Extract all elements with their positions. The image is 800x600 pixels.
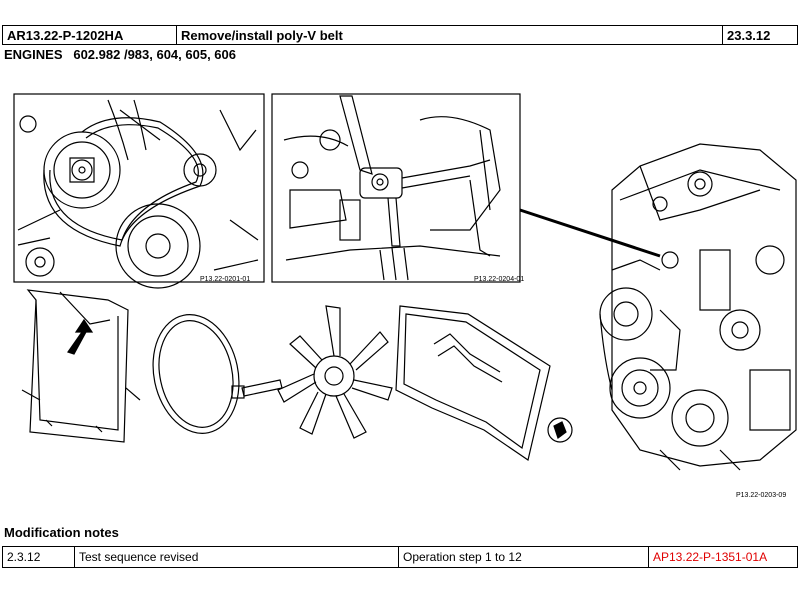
technical-illustration: P13.22-0201-01 P13.22-0204-01 P13.22-020… xyxy=(0,70,800,500)
fan-ring-drawing xyxy=(152,314,240,434)
tensioner-detail-drawing xyxy=(283,95,501,281)
fan-drawing xyxy=(277,305,393,439)
arrow-marker xyxy=(67,318,94,355)
mod-steps: Operation step 1 to 12 xyxy=(399,547,649,567)
poly-v-belt-drawing xyxy=(395,305,551,461)
modification-row: 2.3.12 Test sequence revised Operation s… xyxy=(2,546,798,568)
engines-line: ENGINES 602.982 /983, 604, 605, 606 xyxy=(4,47,236,62)
doc-title: Remove/install poly-V belt xyxy=(177,26,723,44)
mod-date: 2.3.12 xyxy=(3,547,75,567)
detail1-label: P13.22-0201-01 xyxy=(200,276,251,283)
mod-note: Test sequence revised xyxy=(75,547,399,567)
detail-box-1 xyxy=(13,93,265,283)
doc-date: 23.3.12 xyxy=(727,28,771,43)
modification-notes-title: Modification notes xyxy=(4,525,119,540)
leader-line xyxy=(519,208,661,258)
detail2-label: P13.22-0204-01 xyxy=(474,276,525,283)
document-header: AR13.22-P-1202HA Remove/install poly-V b… xyxy=(2,25,798,45)
fan-shroud-drawing xyxy=(21,289,141,443)
tool-symbol xyxy=(547,417,573,443)
detail-box-2 xyxy=(271,93,521,283)
illustration-svg xyxy=(13,93,797,471)
doc-id: AR13.22-P-1202HA xyxy=(3,26,177,44)
main-figure-label: P13.22-0203-09 xyxy=(736,492,787,499)
engine-drawing xyxy=(599,143,797,471)
pulley-detail-drawing xyxy=(17,99,259,289)
mod-ref-link[interactable]: AP13.22-P-1351-01A xyxy=(653,550,768,564)
